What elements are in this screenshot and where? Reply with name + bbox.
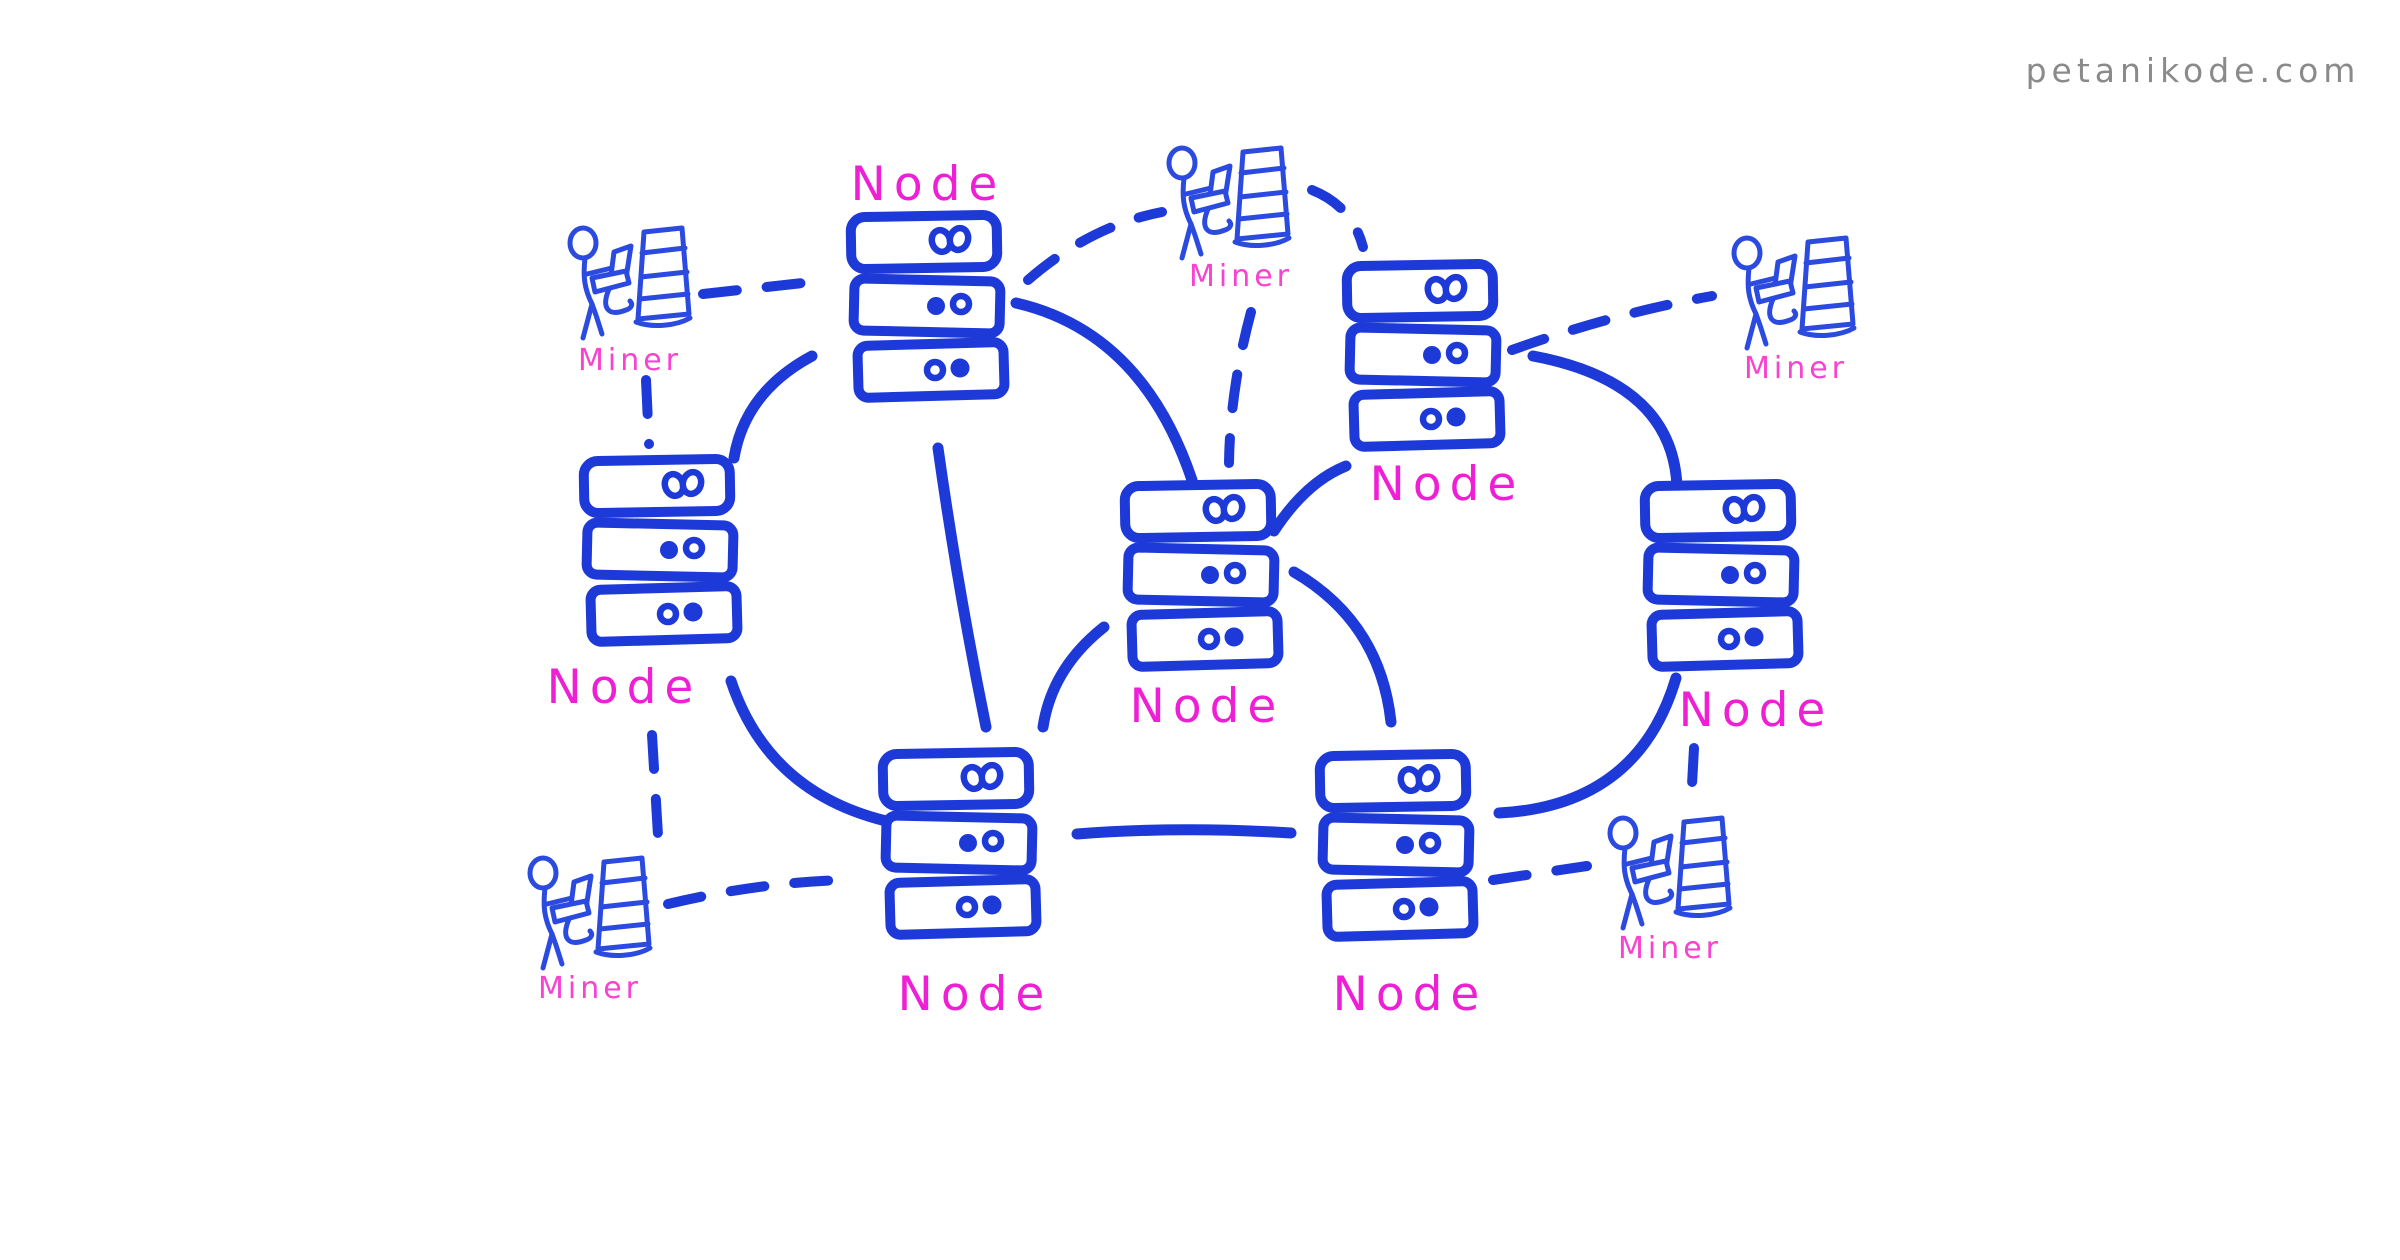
link-node-top-left--node-center [1010, 297, 1198, 486]
node-bottom-center: Node [1320, 754, 1488, 1022]
server-stack-icon [584, 459, 738, 642]
node-label: Node [1130, 679, 1285, 734]
node-right: Node [1645, 484, 1834, 738]
server-stack-icon [883, 752, 1037, 935]
miner-bottom-right: Miner [1610, 818, 1730, 966]
server-stack-icon [1347, 264, 1501, 447]
miner-icon [1734, 238, 1854, 348]
node-label: Node [547, 660, 702, 715]
link-miner-top-left--node-left [641, 375, 654, 449]
link-node-left--miner-bottom-left [647, 730, 664, 857]
miner-top-center: Miner [1169, 148, 1293, 294]
node-label: Node [1370, 457, 1525, 512]
miner-icon [1610, 818, 1730, 928]
watermark-text: petanikode.com [2026, 51, 2361, 90]
miner-icon [570, 228, 690, 338]
link-node-top-left--node-left [728, 350, 818, 464]
link-miner-top-left--node-top-left [698, 277, 817, 299]
node-label: Node [851, 157, 1006, 212]
link-node-left--node-bottom-left [725, 675, 892, 827]
link-node-top-right--node-right [1527, 350, 1683, 492]
server-stack-icon [1125, 484, 1279, 667]
node-label: Node [898, 967, 1053, 1022]
miner-icon [1169, 148, 1289, 258]
link-node-center--node-top-right [1268, 460, 1352, 537]
miner-icon [530, 858, 650, 968]
node-top-right: Node [1347, 264, 1525, 512]
miner-bottom-left: Miner [530, 858, 650, 1006]
server-stack-icon [1320, 754, 1474, 937]
miner-label: Miner [1618, 931, 1722, 966]
miner-label: Miner [578, 343, 682, 378]
link-node-right--node-bottom-center [1493, 672, 1682, 819]
server-stack-icon [851, 215, 1005, 398]
node-top-left: Node [851, 157, 1006, 398]
node-center: Node [1125, 484, 1285, 734]
miner-label: Miner [1744, 351, 1848, 386]
link-node-bottom-center--miner-bottom-right [1488, 861, 1592, 885]
link-node-top-left--miner-top-center [1023, 207, 1167, 285]
link-node-bottom-left--node-bottom-center [1071, 824, 1297, 840]
server-stack-icon [1645, 484, 1799, 667]
node-label: Node [1333, 967, 1488, 1022]
link-miner-bottom-right--node-right [1686, 743, 1699, 808]
miner-label: Miner [538, 971, 642, 1006]
link-node-center--node-bottom-left [1037, 621, 1110, 733]
miner-top-left: Miner [570, 228, 690, 378]
miner-label: Miner [1189, 259, 1293, 294]
node-left: Node [547, 459, 738, 715]
link-node-center--node-bottom-center [1288, 566, 1397, 728]
solid-connections [725, 297, 1683, 840]
link-node-top-left--node-bottom-left [932, 442, 992, 733]
link-miner-top-center--node-center [1224, 307, 1256, 468]
node-bottom-left: Node [883, 752, 1053, 1022]
node-label: Node [1679, 683, 1834, 738]
link-miner-bottom-left--node-bottom-left [663, 875, 851, 909]
link-node-top-right--miner-right [1507, 291, 1717, 355]
dashed-connections [641, 185, 1717, 909]
miner-right: Miner [1734, 238, 1854, 386]
link-miner-top-center--node-top-right [1307, 185, 1368, 252]
